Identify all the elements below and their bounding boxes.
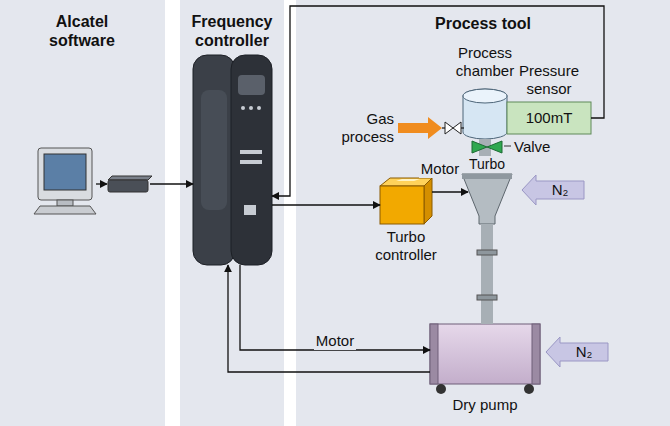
sensor-box bbox=[507, 102, 591, 134]
keyboard bbox=[34, 206, 96, 214]
gas-arrow bbox=[398, 117, 442, 139]
gas-line bbox=[461, 127, 464, 128]
gas-label: Gas process bbox=[332, 110, 394, 146]
leader-line bbox=[504, 146, 511, 147]
modem-body bbox=[108, 180, 148, 192]
motor-line bbox=[432, 191, 468, 192]
gas-label: N₂ bbox=[576, 343, 593, 361]
screen bbox=[44, 154, 86, 190]
node-heading: Frequency controller bbox=[180, 12, 284, 50]
node-heading: Turbo controller bbox=[366, 228, 446, 264]
node-heading: Process chamber bbox=[445, 44, 525, 80]
led bbox=[241, 106, 245, 110]
node-heading: Alcatel software bbox=[27, 12, 137, 50]
turbo-controller: Turbo controller bbox=[366, 176, 446, 266]
chamber-body bbox=[463, 89, 507, 139]
controller-panel: Frequency controller bbox=[180, 0, 284, 426]
valve-symbol bbox=[472, 141, 487, 153]
gas-line bbox=[442, 127, 445, 128]
chamber-lid bbox=[463, 89, 507, 103]
dry-pump: Dry pump bbox=[425, 318, 545, 418]
computer-icon bbox=[34, 148, 96, 214]
node-heading: Turbo bbox=[452, 156, 522, 173]
turbo-body bbox=[462, 174, 512, 224]
frequency-controller-device bbox=[193, 55, 272, 265]
cube-front bbox=[380, 186, 424, 224]
cube-side bbox=[424, 178, 432, 224]
modem-icon bbox=[108, 176, 152, 192]
pipe-flange bbox=[477, 295, 497, 300]
monitor-stand bbox=[57, 200, 73, 206]
controller-unit bbox=[231, 55, 272, 265]
pump-endcap bbox=[532, 324, 540, 384]
gas-label: N₂ bbox=[552, 181, 569, 199]
pump-body bbox=[430, 324, 540, 384]
gas-valve-symbol bbox=[442, 122, 464, 134]
turbo-pump: Turbo bbox=[452, 156, 522, 224]
cable-arrow bbox=[96, 183, 107, 184]
node-heading: Pressure sensor bbox=[507, 62, 591, 98]
led bbox=[257, 106, 261, 110]
led bbox=[249, 106, 253, 110]
vacuum-pipe bbox=[481, 224, 493, 324]
node-heading: Process tool bbox=[296, 14, 670, 33]
controller-unit bbox=[193, 55, 235, 265]
nitrogen-arrow bbox=[522, 175, 584, 205]
pipe-flange bbox=[477, 250, 497, 255]
motor-line bbox=[240, 265, 430, 350]
pressure-sensor: Pressure sensor 100mT bbox=[507, 62, 600, 134]
signal-line bbox=[228, 265, 430, 372]
vacuum-pipe bbox=[479, 139, 491, 156]
edge-label: Motor bbox=[419, 160, 461, 178]
switch bbox=[244, 205, 256, 215]
cube-label bbox=[396, 179, 420, 181]
pump-endcap bbox=[430, 324, 438, 384]
part-label: Valve bbox=[514, 138, 550, 156]
slot bbox=[240, 160, 262, 164]
controller-cube bbox=[380, 178, 432, 224]
process-tool-panel: Process toolProcess chamberPressure sens… bbox=[296, 0, 670, 426]
node-value: 100mT bbox=[507, 102, 591, 134]
turbo-flange bbox=[462, 174, 512, 179]
wheel bbox=[436, 384, 446, 394]
node-heading: Dry pump bbox=[425, 396, 545, 414]
cube-top bbox=[380, 178, 432, 186]
valve-symbol bbox=[487, 141, 502, 153]
monitor bbox=[38, 148, 92, 200]
software-panel: Alcatel software bbox=[0, 0, 165, 426]
control-line bbox=[272, 204, 380, 205]
slot bbox=[240, 150, 262, 154]
display bbox=[238, 75, 265, 95]
data-link bbox=[150, 183, 193, 184]
modem-top bbox=[108, 176, 152, 180]
valve-half bbox=[453, 122, 461, 134]
edge-label: Motor bbox=[314, 332, 356, 350]
panel-face bbox=[201, 90, 227, 210]
wheel bbox=[524, 384, 534, 394]
feedback-line bbox=[272, 6, 604, 196]
valve-half bbox=[445, 122, 453, 134]
nitrogen-arrow bbox=[546, 337, 608, 367]
